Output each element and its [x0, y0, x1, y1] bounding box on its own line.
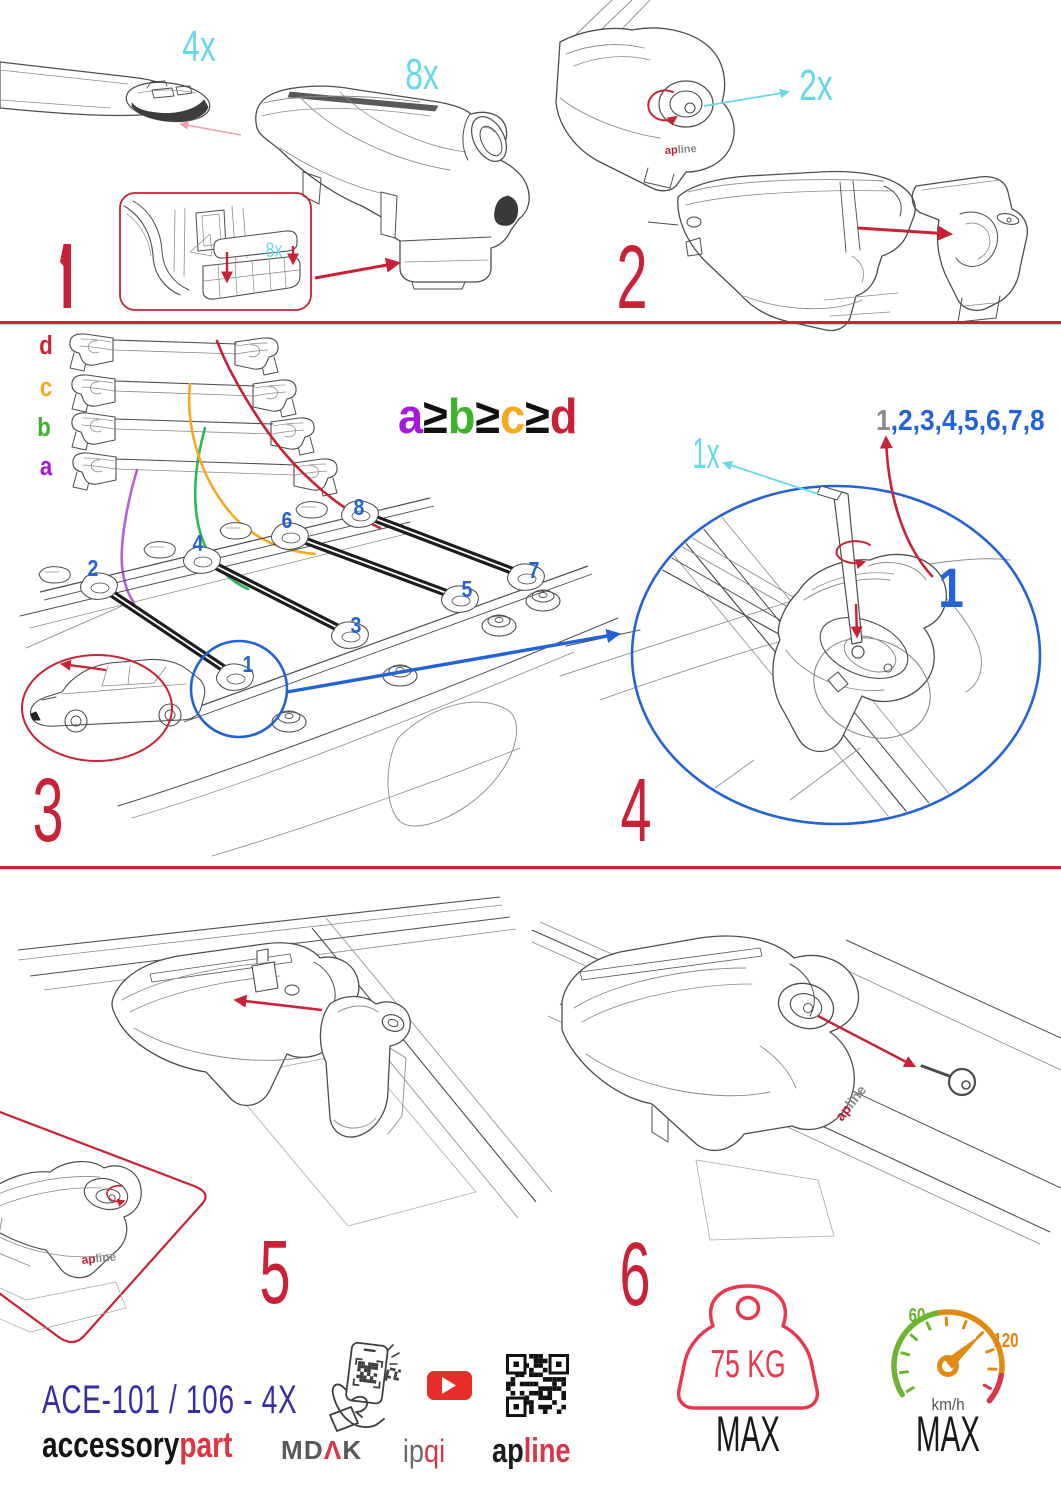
svg-text:4x: 4x: [182, 22, 215, 71]
svg-text:MDΛK: MDΛK: [281, 1435, 362, 1465]
svg-text:c: c: [40, 373, 52, 402]
svg-text:1x: 1x: [693, 428, 720, 478]
svg-text:apline: apline: [492, 1431, 571, 1470]
svg-text:5: 5: [462, 577, 473, 603]
svg-text:a≥b≥c≥d: a≥b≥c≥d: [398, 388, 577, 443]
svg-text:3: 3: [32, 759, 63, 860]
svg-text:3: 3: [351, 613, 362, 639]
svg-text:a: a: [40, 452, 53, 481]
svg-text:8x: 8x: [405, 50, 438, 99]
svg-text:1,2,3,4,5,6,7,8: 1,2,3,4,5,6,7,8: [876, 404, 1045, 436]
svg-text:km/h: km/h: [931, 1395, 964, 1414]
svg-text:accessorypart: accessorypart: [42, 1425, 233, 1465]
svg-text:d: d: [39, 331, 52, 360]
svg-text:60: 60: [909, 1304, 926, 1327]
svg-text:ACE-101 / 106 - 4X: ACE-101 / 106 - 4X: [42, 1378, 297, 1422]
svg-text:4: 4: [620, 759, 651, 860]
svg-text:b: b: [37, 413, 50, 442]
svg-text:6: 6: [282, 508, 293, 534]
svg-text:5: 5: [259, 1221, 290, 1322]
svg-text:ipqi: ipqi: [403, 1434, 445, 1470]
svg-text:MAX: MAX: [716, 1406, 780, 1462]
svg-text:4: 4: [193, 531, 204, 557]
svg-text:8: 8: [354, 495, 365, 521]
svg-text:1: 1: [938, 557, 964, 619]
svg-text:8x: 8x: [266, 238, 283, 262]
svg-text:1: 1: [243, 652, 254, 678]
svg-text:apline: apline: [665, 143, 698, 157]
svg-text:120: 120: [993, 1329, 1018, 1352]
svg-text:6: 6: [619, 1223, 650, 1324]
svg-text:MAX: MAX: [916, 1406, 980, 1462]
svg-text:7: 7: [529, 558, 540, 584]
svg-text:2: 2: [88, 556, 99, 582]
svg-text:apline: apline: [81, 1249, 117, 1267]
svg-text:75 KG: 75 KG: [710, 1343, 785, 1386]
svg-text:2: 2: [616, 226, 647, 327]
svg-text:2x: 2x: [799, 61, 832, 110]
